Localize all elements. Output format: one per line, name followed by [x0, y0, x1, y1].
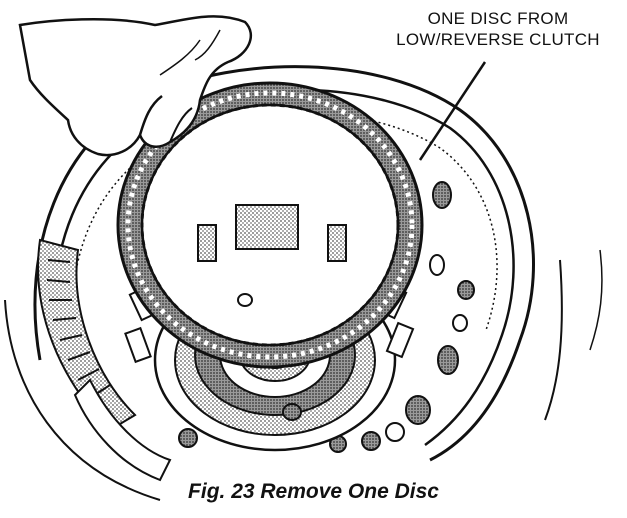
- inner-components: [197, 204, 347, 421]
- hand-illustration: [18, 15, 252, 157]
- housing-bolt-holes: [178, 181, 475, 453]
- callout-line-1: ONE DISC FROM: [427, 9, 569, 28]
- callout-line-2: LOW/REVERSE CLUTCH: [396, 30, 600, 49]
- transmission-housing: [4, 65, 603, 501]
- figure-caption: Fig. 23 Remove One Disc: [188, 480, 439, 503]
- disc-callout-label: ONE DISC FROM LOW/REVERSE CLUTCH: [378, 8, 618, 50]
- callout-leader: [418, 61, 487, 161]
- ring-gear-segment: [37, 238, 172, 482]
